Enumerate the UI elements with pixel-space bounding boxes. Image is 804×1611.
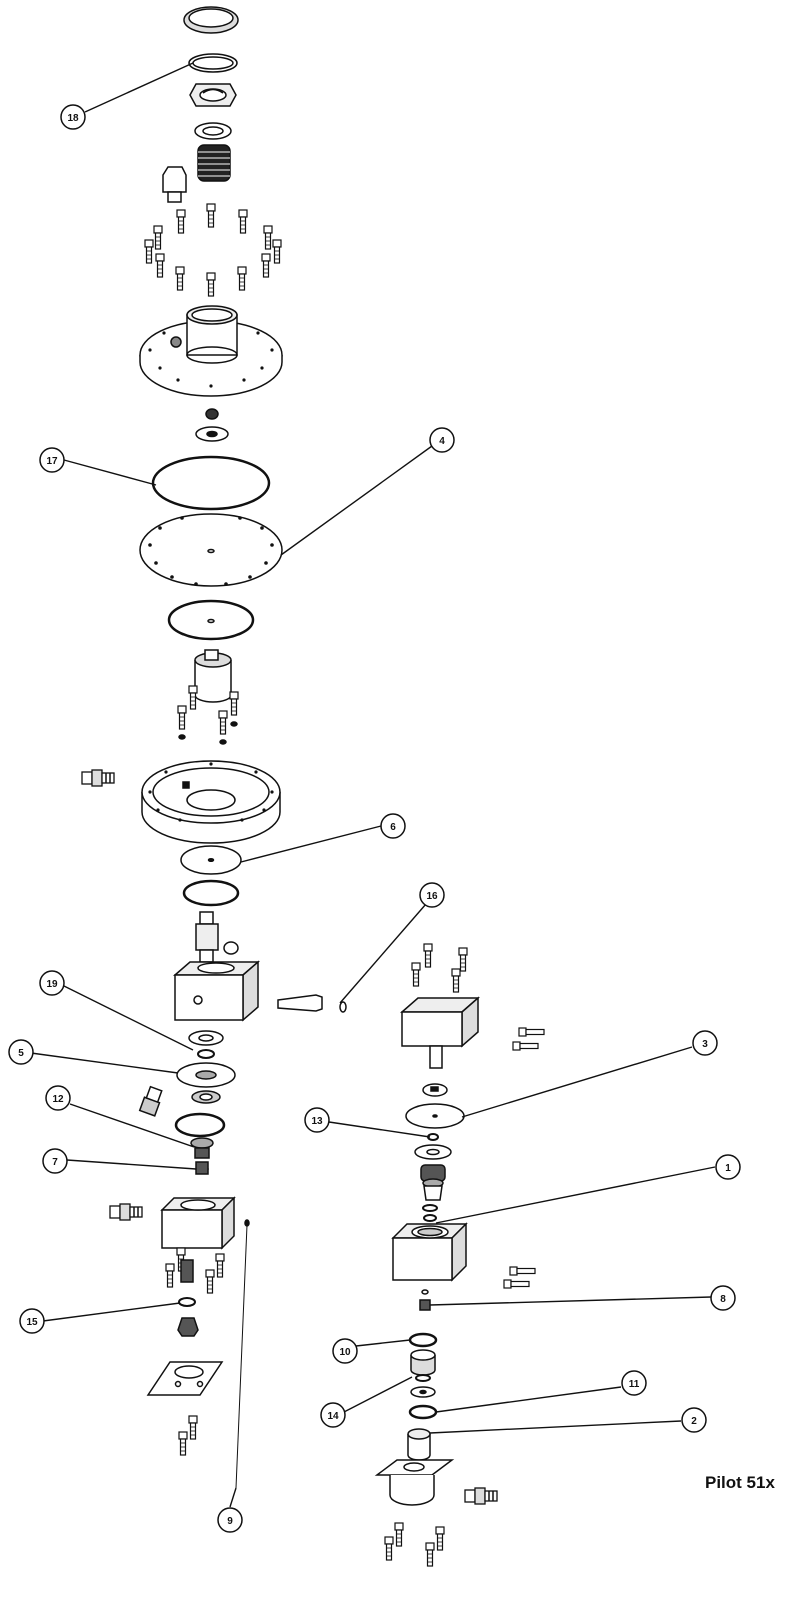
callout-8: 8 bbox=[710, 1285, 736, 1311]
callout-1: 1 bbox=[715, 1154, 741, 1180]
leader-lines bbox=[30, 62, 716, 1508]
callout-4: 4 bbox=[429, 427, 455, 453]
callout-10-label: 10 bbox=[339, 1347, 351, 1358]
callout-8-label: 8 bbox=[720, 1294, 726, 1305]
callout-12: 12 bbox=[45, 1085, 71, 1111]
callout-2-label: 2 bbox=[691, 1416, 697, 1427]
callouts: 18 17 4 6 16 19 5 3 12 13 7 1 8 15 10 11… bbox=[8, 104, 741, 1533]
callout-15-label: 15 bbox=[26, 1317, 38, 1328]
callout-11: 11 bbox=[621, 1370, 647, 1396]
callout-16: 16 bbox=[419, 882, 445, 908]
callout-4-label: 4 bbox=[439, 436, 445, 447]
callout-13-label: 13 bbox=[311, 1116, 323, 1127]
callout-18-label: 18 bbox=[67, 113, 79, 124]
callout-13: 13 bbox=[304, 1107, 330, 1133]
callout-17-label: 17 bbox=[46, 456, 58, 467]
callout-19-label: 19 bbox=[46, 979, 58, 990]
callout-18: 18 bbox=[60, 104, 86, 130]
callout-7: 7 bbox=[42, 1148, 68, 1174]
callout-9: 9 bbox=[217, 1507, 243, 1533]
callout-11-label: 11 bbox=[629, 1379, 640, 1390]
callout-3: 3 bbox=[692, 1030, 718, 1056]
callout-2: 2 bbox=[681, 1407, 707, 1433]
callout-19: 19 bbox=[39, 970, 65, 996]
diagram-title: Pilot 51x bbox=[705, 1473, 775, 1492]
callout-1-label: 1 bbox=[725, 1163, 731, 1174]
callout-5: 5 bbox=[8, 1039, 34, 1065]
callout-12-label: 12 bbox=[52, 1094, 64, 1105]
callout-5-label: 5 bbox=[18, 1048, 24, 1059]
callout-9-label: 9 bbox=[227, 1516, 233, 1527]
parts-right-column bbox=[374, 943, 545, 1567]
callout-14: 14 bbox=[320, 1402, 346, 1428]
callout-6: 6 bbox=[380, 813, 406, 839]
callout-3-label: 3 bbox=[702, 1039, 708, 1050]
callout-16-label: 16 bbox=[426, 891, 438, 902]
parts-left-column bbox=[81, 6, 347, 1489]
callout-7-label: 7 bbox=[52, 1157, 58, 1168]
callout-10: 10 bbox=[332, 1338, 358, 1364]
callout-15: 15 bbox=[19, 1308, 45, 1334]
callout-6-label: 6 bbox=[390, 822, 396, 833]
callout-17: 17 bbox=[39, 447, 65, 473]
callout-14-label: 14 bbox=[327, 1411, 339, 1422]
